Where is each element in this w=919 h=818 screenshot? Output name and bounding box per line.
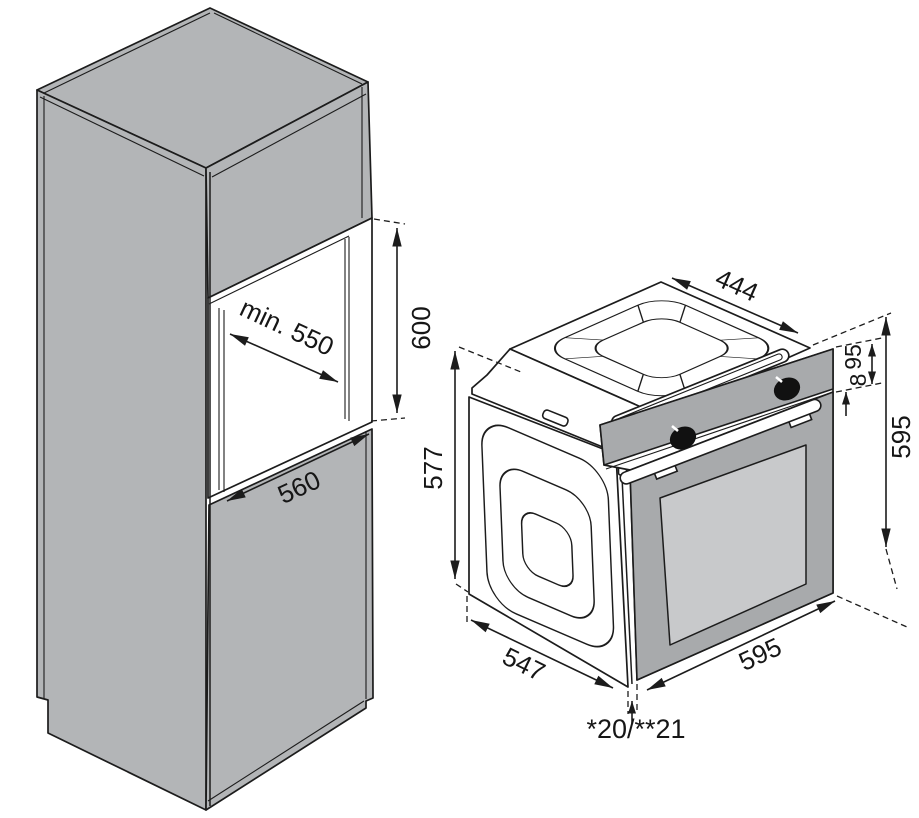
trim-height-label: 8 <box>845 374 871 387</box>
dim-panel-height: 95 <box>835 337 883 393</box>
knob-right-indicator <box>775 376 783 383</box>
dim-front-height: 595 <box>812 312 916 628</box>
oven-knob-right <box>773 377 801 401</box>
cabinet-drawing: min. 550 600 560 <box>36 7 436 811</box>
dim-niche-height: 600 <box>370 218 436 422</box>
cabinet-lower-panel <box>205 428 374 811</box>
oven-knob-left <box>669 426 697 450</box>
dim-body-height: 577 <box>418 346 522 623</box>
body-height-label: 577 <box>418 446 448 489</box>
door-protrusion-label: *20/**21 <box>586 714 685 744</box>
handle-bar <box>619 398 822 485</box>
knob-left-indicator <box>671 425 679 432</box>
oven-handle <box>619 398 822 485</box>
flange-tab <box>541 409 569 427</box>
dim-trim-height: 8 <box>842 374 871 416</box>
oven-drawing: 444 95 8 595 577 <box>418 263 916 744</box>
side-panel-emboss <box>481 424 615 648</box>
oven-door-window <box>659 444 807 646</box>
front-height-label: 595 <box>886 415 916 458</box>
niche-height-label: 600 <box>406 306 436 349</box>
dim-door-protrusion: *20/**21 <box>586 684 686 744</box>
oven-control-panel <box>599 348 834 466</box>
panel-height-label: 95 <box>840 344 866 370</box>
cabinet-left-face <box>36 89 207 811</box>
